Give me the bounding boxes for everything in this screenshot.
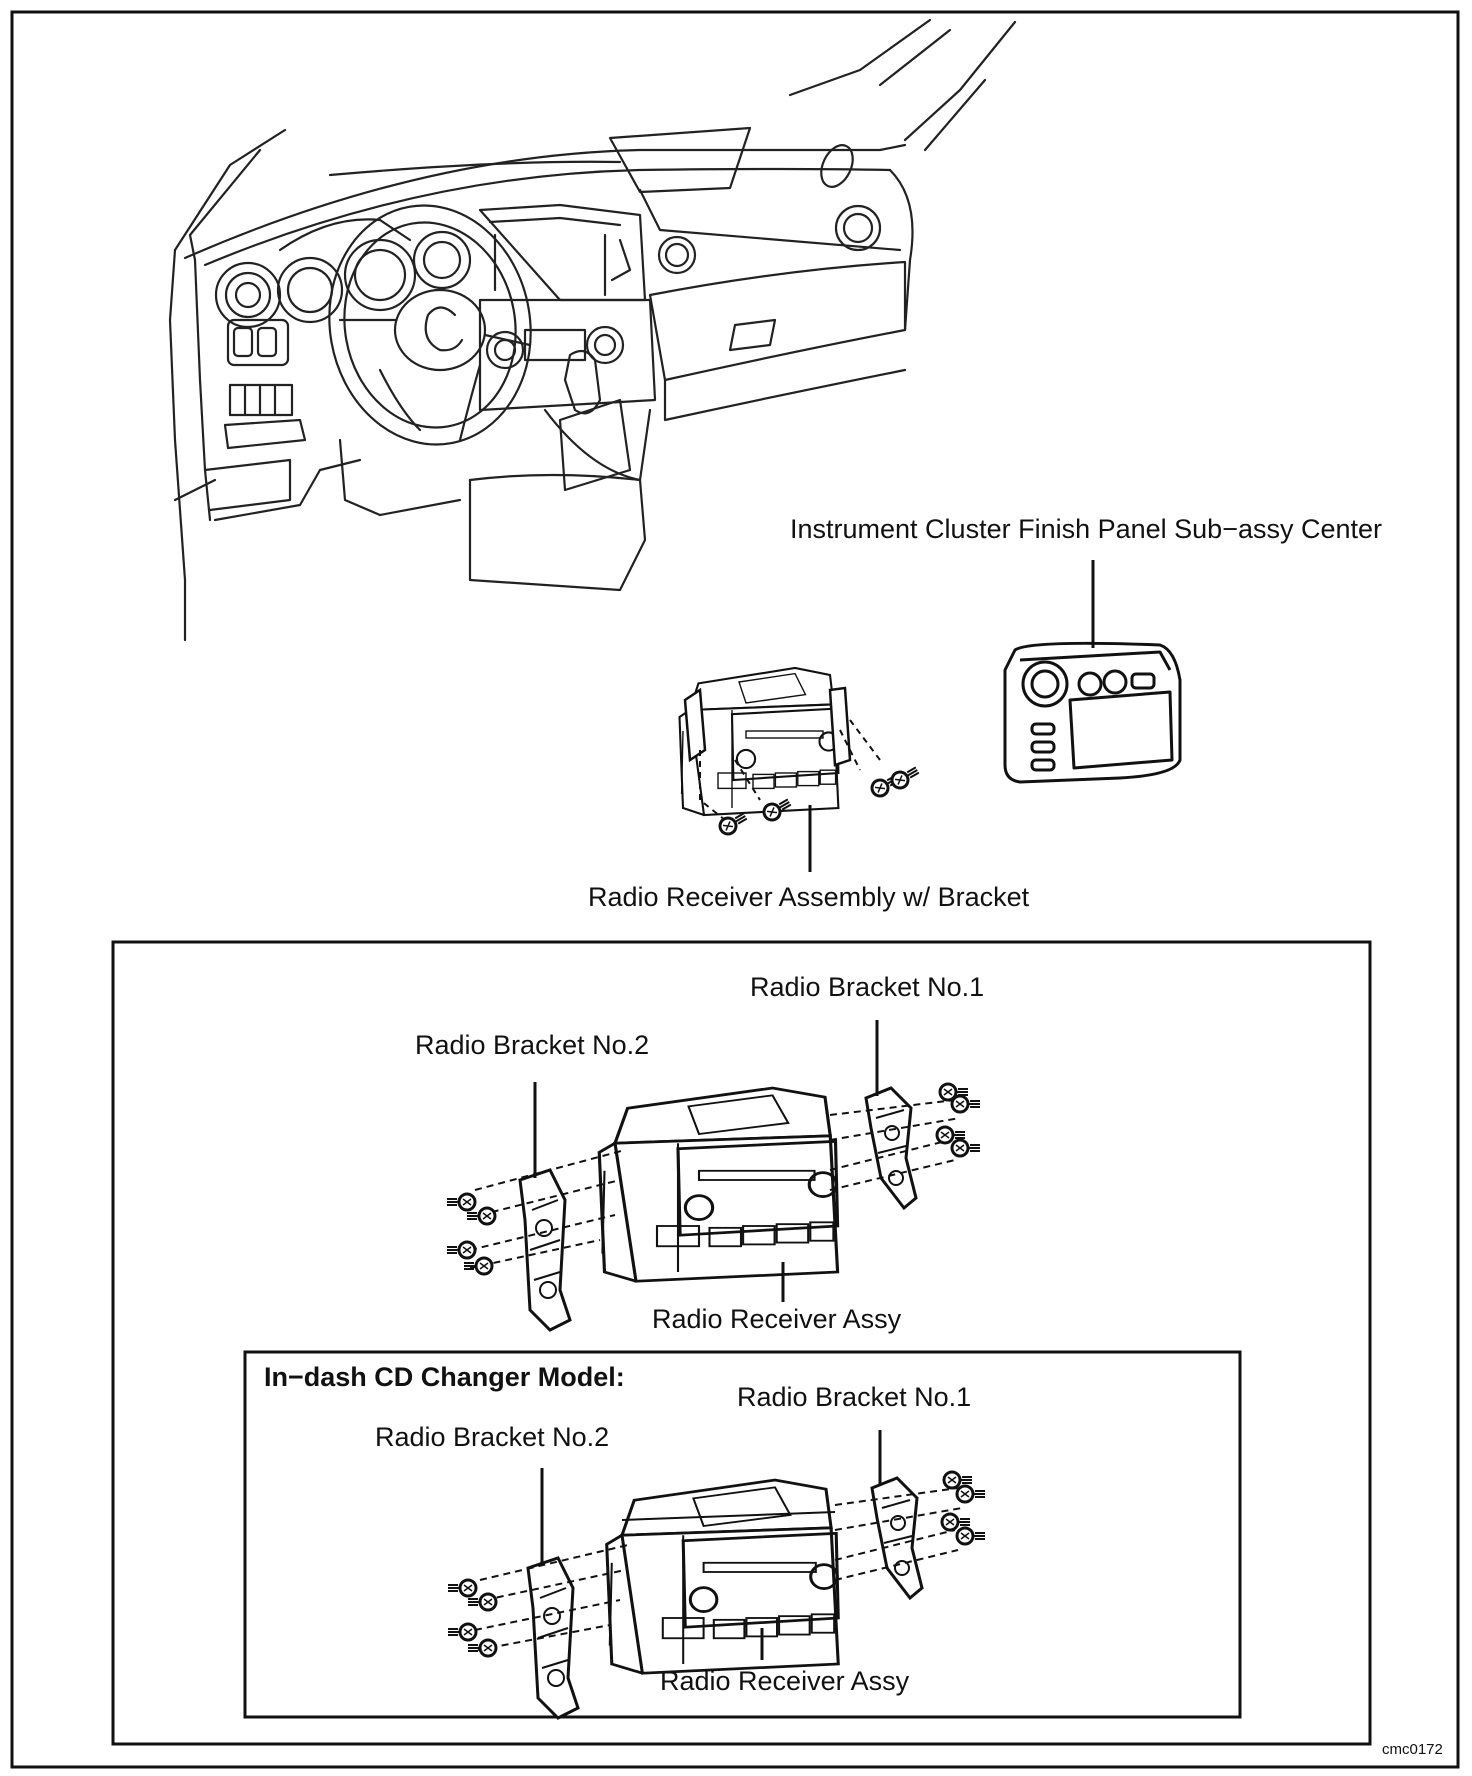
cd-changer-model-illustration — [446, 1470, 987, 1720]
standard-model-box — [111, 940, 1372, 1746]
label-bracket2-b: Radio Bracket No.2 — [375, 1422, 610, 1452]
page-frame — [10, 10, 1460, 1769]
label-bracket1-a: Radio Bracket No.1 — [750, 972, 985, 1002]
cd-changer-model-box — [243, 1350, 1242, 1719]
label-bracket2-a: Radio Bracket No.2 — [415, 1030, 650, 1060]
figure-id: cmc0172 — [1382, 1741, 1443, 1758]
label-bracket1-b: Radio Bracket No.1 — [737, 1382, 972, 1412]
receiver-with-bracket-illustration — [678, 666, 923, 839]
dashboard-illustration — [168, 18, 1017, 642]
label-receiver-b: Radio Receiver Assy — [660, 1666, 910, 1696]
label-finish-panel: Instrument Cluster Finish Panel Sub−assy… — [790, 514, 1383, 544]
standard-model-illustration — [445, 1082, 982, 1332]
label-receiver-a: Radio Receiver Assy — [652, 1304, 902, 1334]
finish-panel-illustration — [1003, 641, 1182, 784]
label-cd-changer-title: In−dash CD Changer Model: — [264, 1362, 625, 1392]
label-receiver-with-bracket: Radio Receiver Assembly w/ Bracket — [588, 882, 1030, 912]
